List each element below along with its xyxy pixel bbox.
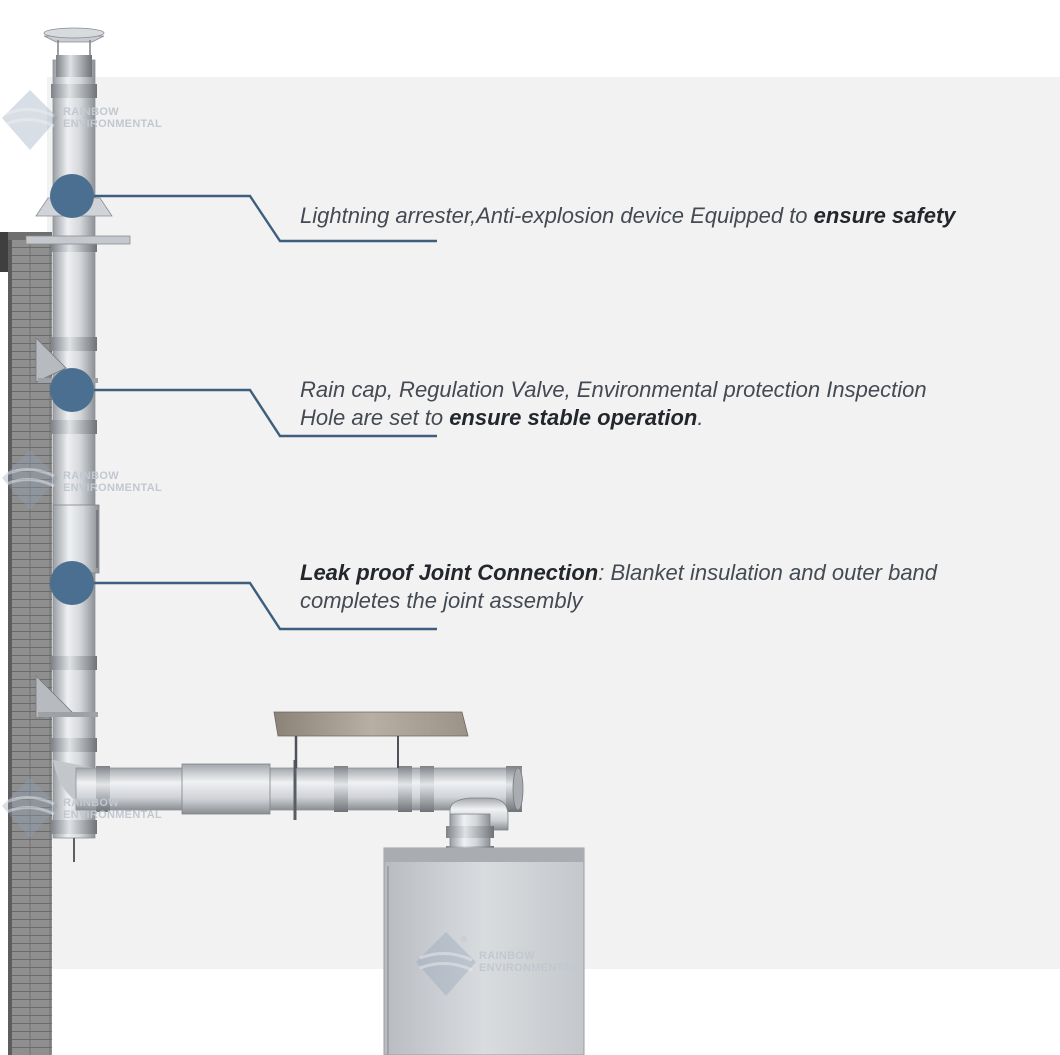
- callout-marker-1: [50, 174, 94, 218]
- callout-3-emphasis: Leak proof Joint Connection: [300, 560, 599, 585]
- leader-line-2: [94, 388, 437, 438]
- support-beam: [273, 711, 469, 768]
- callout-1-emphasis: ensure safety: [813, 203, 956, 228]
- vertical-flue-pipe: [51, 59, 100, 862]
- watermark-swoosh: [5, 108, 473, 972]
- callout-2-text: Rain cap, Regulation Valve, Environmenta…: [300, 377, 927, 430]
- watermark-line1: RAINBOW: [63, 106, 119, 118]
- watermark-line2: ENVIRONMENTAL: [63, 482, 163, 494]
- background-panel: [47, 77, 1060, 969]
- leader-line-3: [94, 581, 437, 631]
- watermark-line2: ENVIRONMENTAL: [63, 809, 163, 821]
- rain-cap: [43, 27, 105, 77]
- callout-markers: [50, 174, 94, 605]
- registered-mark: ®: [461, 935, 468, 944]
- callout-marker-3: [50, 561, 94, 605]
- callout-text-2: Rain cap, Regulation Valve, Environmenta…: [300, 376, 960, 432]
- watermark-text: RAINBOW ENVIRONMENTAL: [63, 106, 162, 130]
- watermark-text: RAINBOW ENVIRONMENTAL: [63, 470, 162, 494]
- callout-1-text: Lightning arrester,Anti-explosion device…: [300, 203, 814, 228]
- watermark-text: RAINBOW ENVIRONMENTAL: [479, 950, 578, 974]
- watermark-line2: ENVIRONMENTAL: [479, 962, 579, 974]
- callout-text-1: Lightning arrester,Anti-explosion device…: [300, 202, 1000, 230]
- watermark-logo: [2, 90, 476, 996]
- callout-3-text: : Blanket insulation and outer band comp…: [300, 560, 938, 613]
- watermark-line1: RAINBOW: [63, 470, 119, 482]
- horizontal-connector-pipe: [53, 760, 524, 820]
- appliance-elbow: [446, 797, 509, 858]
- leader-line-1: [94, 194, 437, 243]
- watermark-text: RAINBOW ENVIRONMENTAL: [63, 797, 162, 821]
- callout-text-3: Leak proof Joint Connection: Blanket ins…: [300, 559, 960, 615]
- watermark-line2: ENVIRONMENTAL: [63, 118, 163, 130]
- heater-appliance: [383, 847, 585, 1055]
- callout-marker-2: [50, 368, 94, 412]
- watermark-line1: RAINBOW: [63, 797, 119, 809]
- watermark-line1: RAINBOW: [479, 950, 535, 962]
- callout-2-suffix: .: [697, 405, 704, 430]
- leader-lines: [94, 194, 437, 631]
- callout-2-emphasis: ensure stable operation: [449, 405, 698, 430]
